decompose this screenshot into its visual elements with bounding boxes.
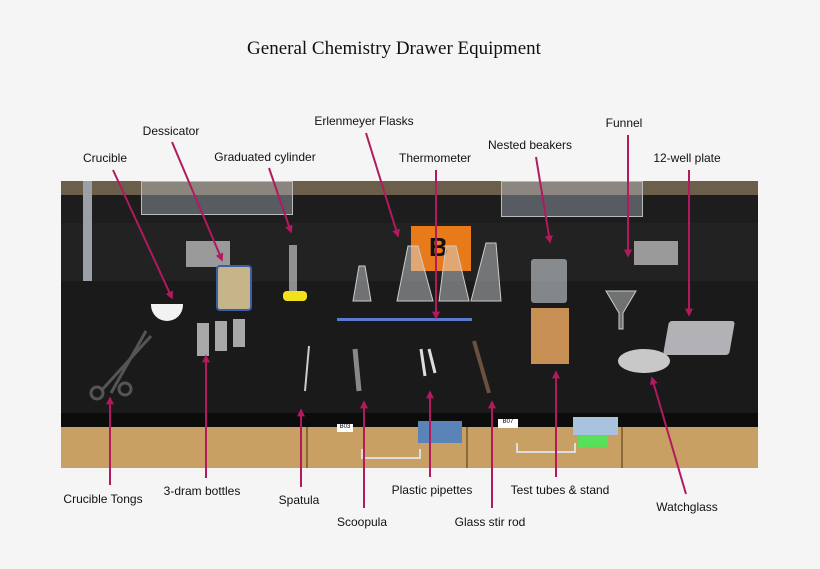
label-glass-stir-rod: Glass stir rod — [454, 515, 526, 529]
glassware-drawings — [89, 242, 637, 401]
arrow-crucible — [112, 169, 173, 300]
bench-sign: B — [411, 226, 471, 271]
label-spatula: Spatula — [278, 493, 320, 507]
arrow-watchglass — [649, 376, 687, 495]
crucible — [151, 304, 183, 321]
drawer-label: B03 — [337, 424, 353, 432]
label-dram-bottles: 3-dram bottles — [163, 484, 241, 498]
label-plastic-pipettes: Plastic pipettes — [391, 483, 473, 497]
countertop — [61, 281, 758, 415]
drawer-handle — [361, 449, 421, 459]
nested-beakers — [531, 259, 567, 303]
drawer-label: B07 — [498, 419, 518, 428]
drawer-handle — [516, 443, 576, 453]
funnel — [605, 290, 637, 330]
cylinder-base — [283, 291, 307, 301]
power-outlet — [634, 241, 678, 265]
erlenmeyer-flask-small — [352, 265, 372, 302]
erlenmeyer-flask — [470, 242, 502, 302]
glass-stir-rod — [472, 340, 491, 394]
label-nested-beakers: Nested beakers — [487, 138, 573, 152]
label-crucible-tongs: Crucible Tongs — [63, 492, 143, 506]
spatula — [304, 345, 310, 392]
label-graduated-cylinder: Graduated cylinder — [214, 150, 316, 164]
scoopula — [352, 348, 362, 392]
dram-bottle — [197, 323, 209, 356]
label-erlenmeyer-flasks: Erlenmeyer Flasks — [314, 114, 414, 128]
label-test-tubes: Test tubes & stand — [510, 483, 610, 497]
graduated-cylinder — [289, 245, 297, 295]
label-thermometer: Thermometer — [398, 151, 472, 165]
watchglass — [618, 349, 670, 373]
erlenmeyer-flask — [396, 245, 434, 302]
drawer-sticker — [578, 436, 608, 447]
label-well-plate: 12-well plate — [653, 151, 721, 165]
plastic-box — [501, 181, 643, 217]
label-funnel: Funnel — [605, 116, 643, 130]
arrow-nested-beakers — [535, 156, 553, 244]
dram-bottle — [215, 321, 227, 351]
test-tube-stand — [531, 308, 569, 364]
drawer-card — [573, 417, 618, 435]
label-watchglass: Watchglass — [656, 500, 718, 514]
erlenmeyer-flask — [438, 245, 470, 302]
label-crucible: Crucible — [82, 151, 128, 165]
label-scoopula: Scoopula — [336, 515, 388, 529]
crucible-tongs — [89, 330, 153, 401]
dram-bottle — [233, 319, 245, 347]
drawers — [61, 427, 758, 468]
bench-sign-letter: B — [429, 232, 448, 262]
arrow-erlenmeyer-flasks — [365, 132, 400, 238]
back-shelf — [61, 195, 758, 223]
arrow-graduated-cylinder — [268, 167, 293, 234]
arrow-dessicator — [171, 141, 224, 262]
support-rod — [83, 181, 92, 296]
plastic-box — [141, 181, 293, 215]
thermometer — [337, 318, 472, 321]
plastic-pipette — [427, 348, 437, 374]
label-dessicator: Dessicator — [142, 124, 200, 138]
lab-bench-photo: B B03 B07 — [61, 181, 758, 468]
diagram-title: General Chemistry Drawer Equipment — [247, 38, 541, 59]
plastic-pipette — [419, 348, 427, 377]
dessicator — [216, 265, 252, 311]
